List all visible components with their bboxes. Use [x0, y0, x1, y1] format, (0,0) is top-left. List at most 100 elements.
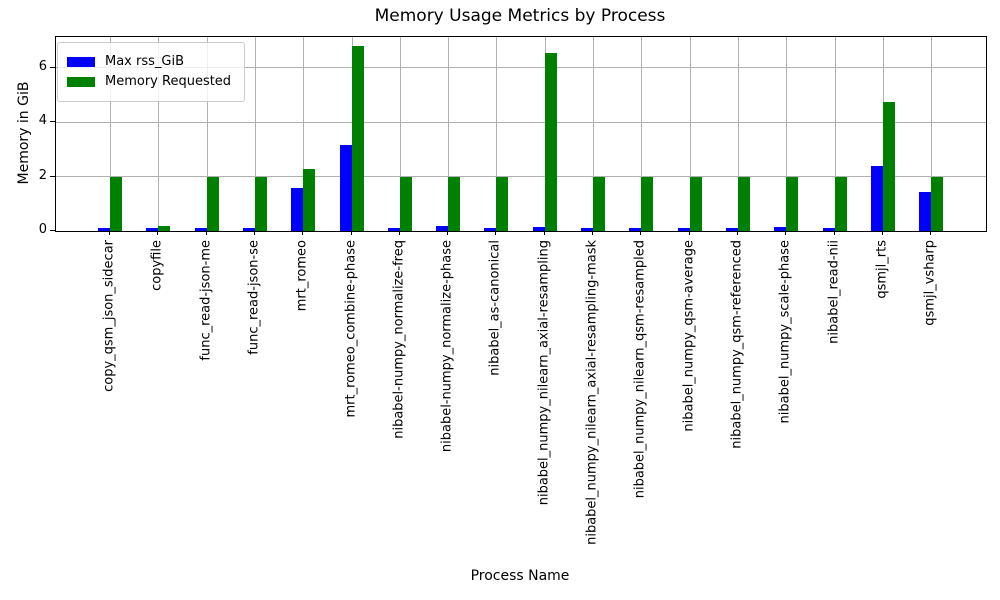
x-tick-mark — [592, 231, 593, 235]
max-rss-bar — [629, 227, 642, 231]
plot-area — [55, 36, 987, 232]
x-tick-mark — [398, 231, 400, 235]
x-tick-label: nibabel_numpy_nilearn_axial-resampling-m… — [584, 240, 600, 545]
x-tick-mark — [157, 231, 159, 235]
x-tick-mark — [302, 231, 304, 235]
memory-requested-bar — [689, 176, 702, 231]
v-gridline — [593, 37, 594, 231]
x-tick-label: nibabel_numpy_nilearn_qsm-resampled — [632, 240, 648, 499]
x-tick-label: nibabel_numpy_nilearn_axial-resampling — [536, 240, 552, 506]
v-gridline — [737, 37, 739, 231]
x-tick-label: func_read-json-se — [246, 240, 262, 355]
max-rss-bar — [484, 227, 497, 231]
x-tick-label: copyfile — [149, 240, 165, 291]
memory-requested-bar — [737, 176, 750, 231]
x-tick-mark — [736, 231, 738, 235]
max-rss-bar — [436, 225, 449, 231]
max-rss-bar — [532, 227, 545, 231]
v-gridline — [931, 37, 933, 231]
x-tick-label: qsmjl_vsharp — [922, 240, 938, 326]
x-tick-mark — [109, 231, 110, 235]
x-tick-label: nibabel_numpy_qsm-referenced — [729, 240, 745, 449]
x-tick-mark — [688, 231, 690, 235]
memory-requested-bar — [303, 168, 316, 231]
v-gridline — [399, 37, 401, 231]
memory-requested-bar — [448, 176, 461, 231]
memory-requested-bar — [399, 176, 412, 231]
x-tick-mark — [447, 231, 449, 235]
v-gridline — [448, 37, 450, 231]
memory-requested-bar — [641, 176, 654, 231]
v-gridline — [254, 37, 256, 231]
legend: Max rss_GiB Memory Requested — [57, 42, 245, 102]
y-tick-mark — [50, 121, 55, 123]
memory-requested-bar — [254, 176, 267, 231]
y-tick-mark — [50, 230, 55, 231]
x-tick-mark — [253, 231, 255, 235]
chart-title: Memory Usage Metrics by Process — [374, 6, 666, 26]
legend-label-memory-requested: Memory Requested — [105, 74, 232, 89]
memory-requested-bar — [351, 46, 364, 231]
max-rss-bar — [774, 226, 787, 231]
memory-requested-bar — [786, 176, 799, 231]
max-rss-bar — [822, 227, 835, 231]
x-tick-label: copy_qsm_json_sidecar — [101, 240, 117, 392]
memory-requested-bar — [158, 225, 171, 231]
v-gridline — [110, 37, 111, 231]
v-gridline — [496, 37, 498, 231]
x-tick-mark — [543, 231, 545, 235]
y-tick-label: 4 — [38, 113, 47, 129]
y-tick-label: 2 — [38, 167, 47, 183]
memory-requested-bar — [882, 101, 895, 231]
v-gridline — [158, 37, 160, 231]
v-gridline — [641, 37, 643, 231]
legend-entry-memory-requested: Memory Requested — [67, 73, 234, 90]
max-rss-bar — [677, 227, 690, 231]
max-rss-bar — [146, 227, 159, 231]
x-tick-mark — [930, 231, 932, 235]
memory-requested-bar — [931, 176, 944, 231]
h-gridline — [56, 176, 986, 178]
max-rss-bar — [242, 227, 255, 231]
h-gridline — [56, 121, 986, 123]
memory-requested-swatch-icon — [67, 76, 95, 87]
memory-requested-bar — [834, 176, 847, 231]
x-tick-label: mrt_romeo — [294, 240, 310, 312]
x-tick-label: nibabel_as-canonical — [487, 240, 503, 376]
legend-entry-max-rss: Max rss_GiB — [67, 53, 234, 70]
x-tick-label: nibabel_numpy_scale-phase — [777, 240, 793, 424]
max-rss-bar — [919, 191, 932, 231]
max-rss-bar — [870, 165, 883, 231]
x-tick-label: nibabel_read-nii — [826, 240, 841, 344]
legend-label-max-rss: Max rss_GiB — [105, 54, 185, 69]
v-gridline — [303, 37, 305, 231]
max-rss-bar — [339, 145, 352, 231]
x-tick-mark — [785, 231, 787, 235]
v-gridline — [689, 37, 691, 231]
max-rss-bar — [387, 227, 400, 231]
max-rss-bar — [291, 187, 304, 231]
x-tick-mark — [350, 231, 352, 235]
h-gridline — [56, 67, 986, 69]
memory-requested-bar — [496, 176, 509, 231]
x-tick-label: nibabel-numpy_normalize-freq — [391, 240, 407, 439]
x-tick-mark — [495, 231, 497, 235]
memory-requested-bar — [544, 53, 557, 231]
v-gridline — [834, 37, 836, 231]
max-rss-bar — [98, 227, 110, 231]
memory-requested-bar — [206, 176, 219, 231]
x-tick-mark — [833, 231, 835, 235]
x-tick-label: qsmjl_rts — [874, 240, 890, 299]
y-tick-label: 0 — [38, 222, 47, 237]
x-tick-mark — [640, 231, 642, 235]
memory-requested-bar — [593, 176, 605, 231]
y-tick-mark — [50, 175, 55, 177]
x-axis-label: Process Name — [470, 568, 570, 584]
v-gridline — [786, 37, 788, 231]
x-tick-label: func_read-json-me — [198, 240, 214, 361]
x-tick-mark — [205, 231, 207, 235]
v-gridline — [206, 37, 208, 231]
x-tick-mark — [881, 231, 883, 235]
y-tick-label: 6 — [38, 58, 47, 74]
